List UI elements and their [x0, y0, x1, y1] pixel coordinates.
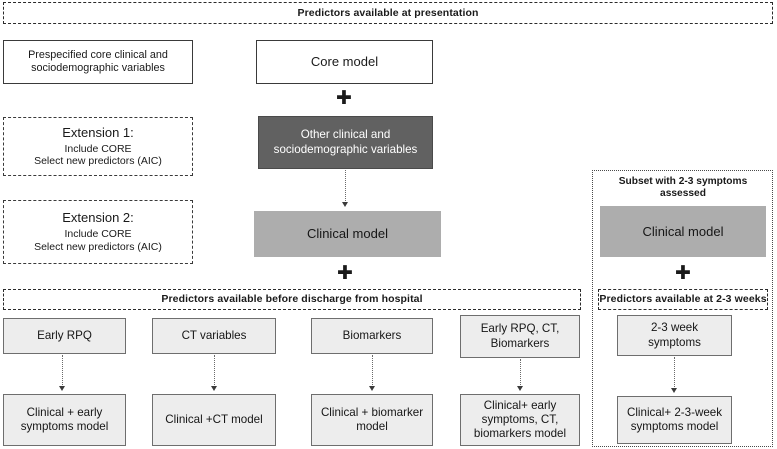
box-model-clinical-biomarker: Clinical + biomarker model: [311, 394, 433, 446]
arrowhead-icon: [516, 386, 523, 391]
extension-1-line-1: Include CORE: [64, 142, 132, 155]
plus-icon-core-to-other: ✚: [328, 89, 360, 108]
panel-subset-2-3-symptoms: [592, 170, 773, 447]
banner-discharge-label: Predictors available before discharge fr…: [161, 293, 423, 306]
connector-stem: [520, 359, 521, 387]
box-core-model: Core model: [256, 40, 433, 84]
plus-symbol: ✚: [337, 262, 353, 284]
arrowhead-icon: [670, 388, 677, 393]
box-prespecified-core-variables: Prespecified core clinical and sociodemo…: [3, 40, 193, 84]
arrowhead-icon: [58, 386, 65, 391]
box-extension-1: Extension 1: Include CORE Select new pre…: [3, 117, 193, 176]
predictor-early-rpq-ct-biomarkers-label: Early RPQ, CT, Biomarkers: [480, 322, 560, 350]
subset-panel-heading: Subset with 2-3 symptoms assessed: [600, 174, 766, 202]
connector-stem: [345, 170, 346, 203]
connector-stem: [674, 357, 675, 389]
other-clinical-variables-label: Other clinical and sociodemographic vari…: [273, 128, 418, 156]
plus-symbol: ✚: [336, 87, 352, 109]
box-extension-2: Extension 2: Include CORE Select new pre…: [3, 200, 193, 264]
model-clinical-early-ct-biomarkers-label: Clinical+ early symptoms, CT, biomarkers…: [473, 398, 567, 441]
banner-weeks-label: Predictors available at 2-3 weeks: [599, 293, 767, 306]
box-predictor-biomarkers: Biomarkers: [311, 318, 433, 354]
box-model-clinical-early-symptoms: Clinical + early symptoms model: [3, 394, 126, 446]
plus-symbol: ✚: [675, 262, 691, 284]
predictor-early-rpq-label: Early RPQ: [37, 328, 92, 342]
banner-predictors-at-presentation: Predictors available at presentation: [3, 2, 773, 24]
clinical-model-label: Clinical model: [307, 226, 388, 242]
extension-2-line-2: Select new predictors (AIC): [34, 240, 162, 253]
box-predictor-early-rpq-ct-biomarkers: Early RPQ, CT, Biomarkers: [460, 315, 580, 358]
box-model-clinical-2-3-week-symptoms: Clinical+ 2-3-week symptoms model: [617, 396, 732, 444]
extension-1-line-2: Select new predictors (AIC): [34, 155, 162, 168]
model-clinical-ct-label: Clinical +CT model: [165, 412, 263, 426]
extension-2-title: Extension 2:: [62, 210, 134, 226]
model-clinical-2-3-week-symptoms-label: Clinical+ 2-3-week symptoms model: [626, 405, 723, 433]
box-model-clinical-ct: Clinical +CT model: [152, 394, 276, 446]
subset-panel-heading-label: Subset with 2-3 symptoms assessed: [618, 175, 748, 199]
box-predictor-ct-variables: CT variables: [152, 318, 276, 354]
plus-icon-subset-to-weeks: ✚: [667, 264, 699, 283]
arrowhead-icon: [210, 386, 217, 391]
model-clinical-early-symptoms-label: Clinical + early symptoms model: [20, 405, 109, 433]
banner-presentation-label: Predictors available at presentation: [297, 6, 479, 19]
predictor-biomarkers-label: Biomarkers: [342, 328, 402, 342]
plus-icon-clinical-to-discharge: ✚: [329, 264, 361, 283]
connector-stem: [372, 355, 373, 387]
extension-1-title: Extension 1:: [62, 124, 134, 140]
prespecified-core-variables-label: Prespecified core clinical and sociodemo…: [28, 48, 168, 74]
connector-stem: [62, 355, 63, 387]
core-model-label: Core model: [310, 54, 379, 70]
box-predictor-2-3-week-symptoms: 2-3 week symptoms: [617, 315, 732, 356]
box-model-clinical-early-ct-biomarkers: Clinical+ early symptoms, CT, biomarkers…: [460, 394, 580, 446]
connector-stem: [214, 355, 215, 387]
arrowhead-icon: [341, 202, 348, 207]
box-other-clinical-variables: Other clinical and sociodemographic vari…: [258, 116, 433, 169]
banner-predictors-before-discharge: Predictors available before discharge fr…: [3, 289, 581, 310]
box-predictor-early-rpq: Early RPQ: [3, 318, 126, 354]
predictor-2-3-week-symptoms-label: 2-3 week symptoms: [648, 321, 701, 349]
predictor-ct-variables-label: CT variables: [181, 328, 247, 342]
extension-2-line-1: Include CORE: [64, 228, 132, 241]
subset-clinical-model-label: Clinical model: [642, 223, 724, 239]
banner-predictors-at-2-3-weeks: Predictors available at 2-3 weeks: [598, 289, 768, 310]
model-clinical-biomarker-label: Clinical + biomarker model: [320, 405, 424, 433]
box-subset-clinical-model: Clinical model: [600, 206, 766, 257]
arrowhead-icon: [368, 386, 375, 391]
box-clinical-model: Clinical model: [254, 211, 441, 257]
